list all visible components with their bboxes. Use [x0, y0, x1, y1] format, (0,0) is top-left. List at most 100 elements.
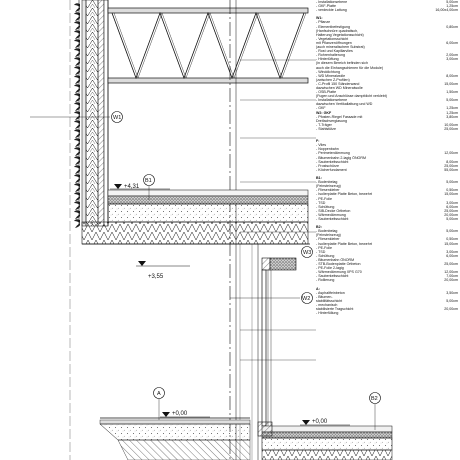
spec-layer-name: - Fliesenkleber [316, 237, 340, 242]
spec-layer-thickness: 5,00cm [446, 0, 458, 4]
slab-b1 [81, 189, 310, 245]
spec-heading: W1: [316, 16, 458, 20]
spec-layer-name: auch die Einhangschienen für die Module) [316, 65, 384, 70]
spec-layer-name: - Vlies [316, 143, 326, 148]
spec-row: dazwischen Vertikallattung und WD [316, 102, 458, 106]
spec-row: - PE-Folie 2-lagig [316, 266, 458, 270]
spec-row: - Winddichtung [316, 70, 458, 74]
plant-leaf [74, 66, 80, 75]
spec-layer-name: - OSB-Platte [316, 90, 337, 95]
spec-layer-thickness: 5,00cm [446, 229, 458, 234]
spec-row: - Sauberkeitsschicht 8,00cm [316, 160, 458, 164]
plant-leaf [74, 183, 80, 192]
spec-layer-name: - mechanisch [316, 302, 338, 307]
spec-layer-name: - Frostschürze [316, 163, 339, 168]
spec-layer-name: - Hinterfüllung [316, 311, 339, 316]
spec-layer-name: - Sauberkeitsschicht [316, 274, 349, 279]
spec-layer-name: - Isolierplatte Platte Beton, bewehrt [316, 241, 372, 246]
spec-row: - Bitumen- [316, 295, 458, 299]
spec-layer-thickness: 0,80cm [446, 24, 458, 29]
spec-row: (Hanfschnüre quadratisch, [316, 29, 458, 33]
plant-leaf [74, 93, 80, 102]
plant-leaf [74, 75, 80, 84]
spec-layer-name: - Wärmedämmung XPS G70 [316, 270, 362, 275]
plant-leaf [74, 102, 80, 111]
spec-layer-name: A: [316, 286, 320, 291]
spec-layer-name: - C-Profil 150 Ständerwand [316, 81, 360, 86]
spec-layer-name: - Installationsebene [316, 0, 348, 4]
spec-layer-name: - Sauberkeitsschicht [316, 159, 349, 164]
marker-w3: W3 [301, 246, 313, 258]
spec-layer-name: - PE-Folie [316, 196, 332, 201]
spec-layer-thickness: 20,00cm [444, 307, 458, 312]
spec-row: - PE-Folie [316, 246, 458, 250]
spec-layer-name: - Stahlstütze [316, 126, 336, 131]
plant-leaf [74, 48, 80, 57]
spec-layer-name: - Isolierplatte Platte Beton, bewehrt [316, 192, 372, 197]
spec-layer-name: - Pflanze [316, 20, 331, 25]
spec-layer-name: (Fugen und Anschlüsse dampfdicht verkleb… [316, 94, 387, 99]
marker-a: A [153, 387, 165, 420]
spec-layer-name: - PE-Folie [316, 245, 332, 250]
spec-layer-name: - Rollierung [316, 278, 335, 283]
spec-layer-thickness: 8,00cm [446, 159, 458, 164]
spec-layer-name: (zwischen Z-Profilen) [316, 77, 350, 82]
spec-layer-name: - verdeckte Lattung [316, 8, 347, 13]
spec-layer-name: - Perimeterdämmung [316, 151, 350, 156]
spec-layer-name: - PE-Folie 2-lagig [316, 266, 344, 271]
spec-layer-name: - Rohrenhalterung [316, 53, 345, 58]
spec-layer-name: - Köcherfundament [316, 167, 347, 172]
spec-layer-name: - Schüttung [316, 253, 335, 258]
spec-layer-name: - Winddichtung [316, 69, 340, 74]
spec-layer-thickness: 3,80cm [446, 114, 458, 119]
spec-heading: B2: [316, 225, 458, 229]
spec-layer-name: - Wärmedämmung [316, 212, 346, 217]
spec-layer-name: - Bitumenbahn ÖNORM [316, 257, 355, 262]
spec-layer-name: B1: [316, 176, 322, 181]
spec-layer-thickness: 20,00cm [444, 278, 458, 283]
spec-layer-thickness: 15,00cm [444, 81, 458, 86]
marker-b1-text: B1 [145, 178, 152, 184]
spec-row: - Pflanze [316, 20, 458, 24]
spec-row: (Fugen und Anschlüsse dampfdicht verkleb… [316, 94, 458, 98]
spec-layer-name: - T-Träger [316, 122, 332, 127]
marker-a-text: A [157, 391, 161, 397]
plant-leaf [74, 120, 80, 129]
level-bottom-right: +0,00 [300, 419, 350, 426]
spec-layer-thickness: 6,00cm [446, 253, 458, 258]
spec-row: - Bitumenbahn ÖNORM [316, 258, 458, 262]
marker-b1: B1 [143, 174, 155, 200]
spec-row: - Schüttung 6,00cm [316, 254, 458, 258]
spec-layer-thickness: 15,00cm [444, 241, 458, 246]
plant-leaf [74, 84, 80, 93]
spec-layer-name: (Feinsteinzeug) [316, 184, 341, 189]
plant-leaf [74, 30, 80, 39]
marker-w2-text: W2 [302, 296, 310, 302]
plant-leaf [74, 156, 80, 165]
spec-heading: A: [316, 287, 458, 291]
spec-layer-name: (Feinsteinzeug) [316, 233, 341, 238]
spec-layer-thickness: 0,50cm [446, 188, 458, 193]
spec-layer-name: mit Pflanzenöffnungen [316, 40, 352, 45]
plant-leaf [74, 210, 80, 219]
spec-layer-name: dazwischen Vertikallattung und WD [316, 102, 373, 107]
spec-layer-thickness: 25,00cm [444, 208, 458, 213]
spec-layer-name: - TSD [316, 200, 326, 205]
spec-layer-name: Dreifachverglasung [316, 118, 347, 123]
spec-layer-name: - Bitumen- [316, 294, 333, 299]
wall-w1 [74, 0, 109, 228]
spec-layer-thickness: 6,00cm [446, 204, 458, 209]
spec-layer-name: - TSD [316, 249, 326, 254]
